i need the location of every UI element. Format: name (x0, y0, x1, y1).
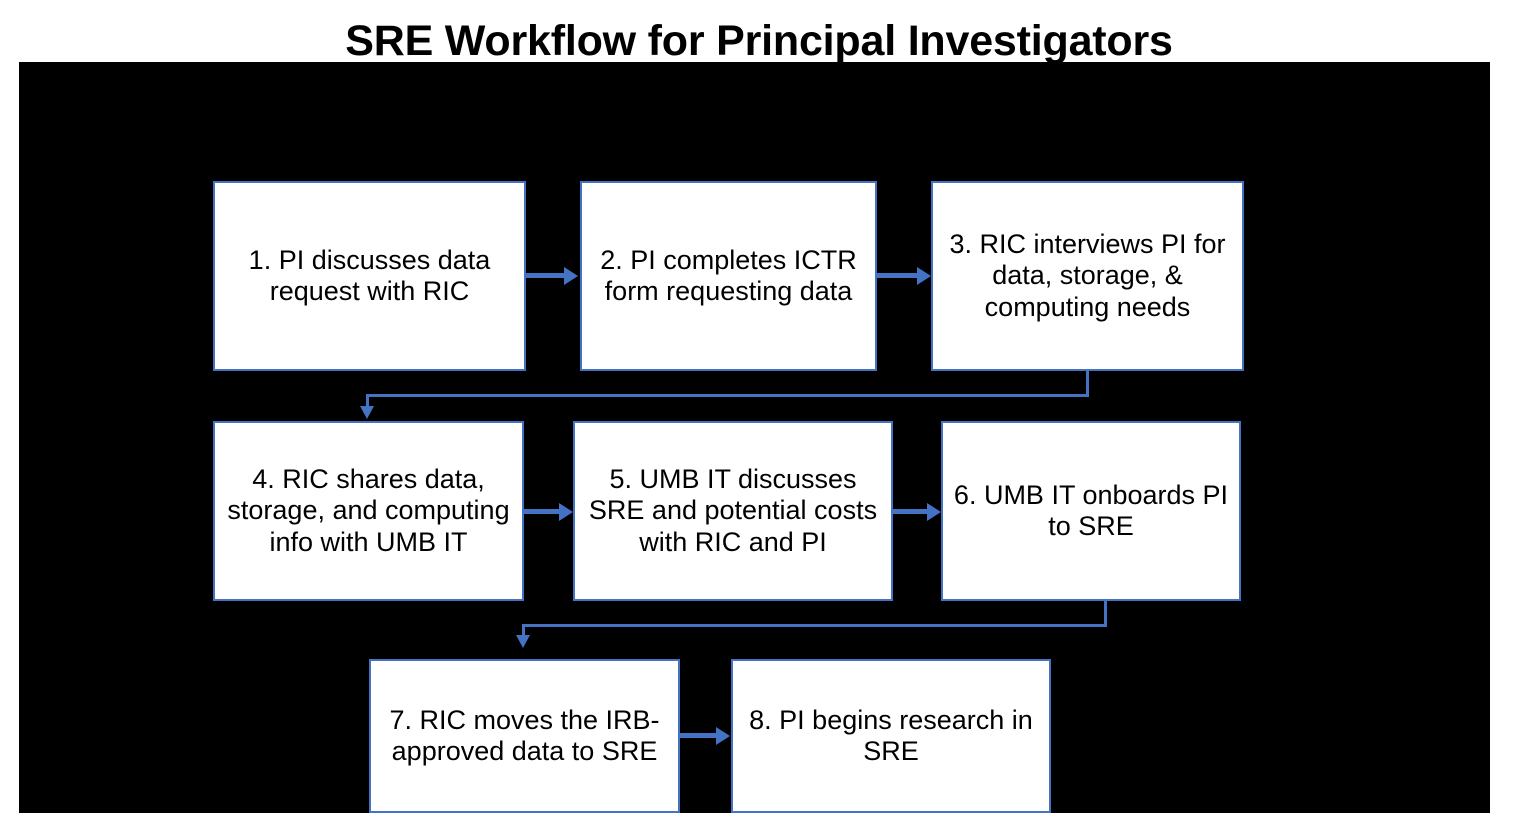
arrowhead-right-icon (559, 503, 573, 521)
connector-step-4-to-step-5 (524, 509, 561, 514)
arrowhead-down-icon (516, 635, 530, 648)
connector-step-2-to-step-3 (877, 273, 919, 278)
connector-segment-vertical (1086, 371, 1089, 396)
arrowhead-down-icon (360, 406, 374, 419)
arrowhead-right-icon (917, 267, 931, 285)
arrowhead-right-icon (927, 503, 941, 521)
arrowhead-right-icon (716, 727, 730, 745)
arrowhead-right-icon (564, 267, 578, 285)
flow-node-step-1[interactable]: 1. PI discusses data request with RIC (213, 181, 526, 371)
connector-segment-horizontal (366, 394, 1089, 397)
flow-node-step-3[interactable]: 3. RIC interviews PI for data, storage, … (931, 181, 1244, 371)
connector-step-7-to-step-8 (680, 733, 718, 738)
connector-segment-horizontal (522, 624, 1107, 627)
connector-segment-vertical (522, 624, 525, 638)
page-title: SRE Workflow for Principal Investigators (345, 17, 1173, 65)
connector-step-1-to-step-2 (526, 273, 566, 278)
flow-node-step-7[interactable]: 7. RIC moves the IRB-approved data to SR… (369, 659, 680, 813)
flow-node-step-8[interactable]: 8. PI begins research in SRE (731, 659, 1051, 813)
flow-node-step-5[interactable]: 5. UMB IT discusses SRE and potential co… (573, 421, 893, 601)
flow-node-step-6[interactable]: 6. UMB IT onboards PI to SRE (941, 421, 1241, 601)
connector-segment-vertical (366, 394, 369, 409)
connector-segment-vertical (1104, 601, 1107, 626)
connector-step-5-to-step-6 (893, 509, 929, 514)
flow-node-step-2[interactable]: 2. PI completes ICTR form requesting dat… (580, 181, 877, 371)
flow-node-step-4[interactable]: 4. RIC shares data, storage, and computi… (213, 421, 524, 601)
